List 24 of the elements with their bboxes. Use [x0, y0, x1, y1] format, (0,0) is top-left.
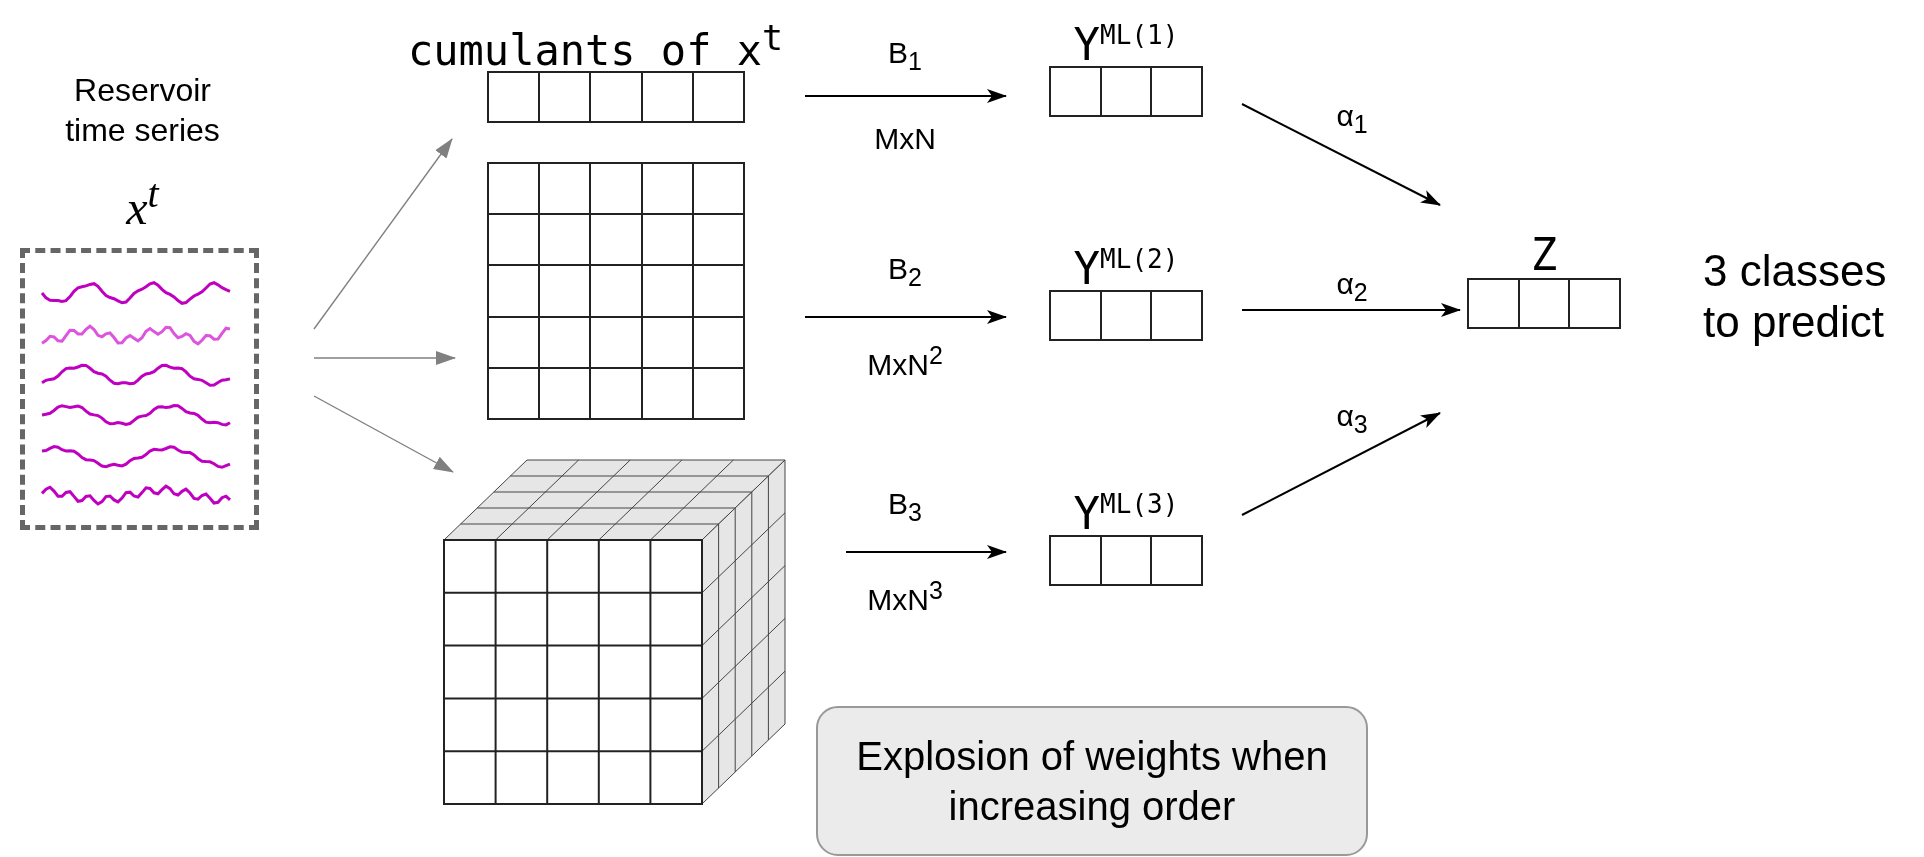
arrow [804, 89, 1007, 103]
vector-label: Y$^{ML(1)}$ [1073, 17, 1179, 72]
arrow [1241, 412, 1441, 516]
output-note: 3 classes to predict [1703, 245, 1888, 347]
arrow [845, 545, 1007, 559]
arrow [804, 310, 1007, 324]
arrow [313, 138, 453, 330]
vector-label: Y$^{ML(2)}$ [1073, 241, 1179, 296]
vector-label: Y$^{ML(3)}$ [1073, 486, 1179, 541]
heading: Reservoir time series [64, 71, 221, 150]
math-symbol: x$^{t}$ [126, 170, 159, 236]
heading: cumulants of x$^{t}$ [408, 17, 784, 75]
arrow [1241, 103, 1441, 206]
arrow [1241, 303, 1461, 317]
note-box: Explosion of weights when increasing order [816, 706, 1368, 856]
arrow [313, 395, 454, 473]
vector-label: Z [1530, 228, 1558, 282]
arrow [313, 351, 456, 365]
edge-label: α$_{1}$ [1336, 98, 1368, 140]
edge-label: α$_{3}$ [1336, 398, 1368, 440]
edge-label: B$_{1}$ MxN [874, 35, 936, 157]
edge-label: B$_{2}$ MxN$^{2}$ [867, 251, 943, 383]
edge-label: α$_{2}$ [1336, 266, 1368, 308]
edge-label: B$_{3}$ MxN$^{3}$ [867, 486, 943, 618]
